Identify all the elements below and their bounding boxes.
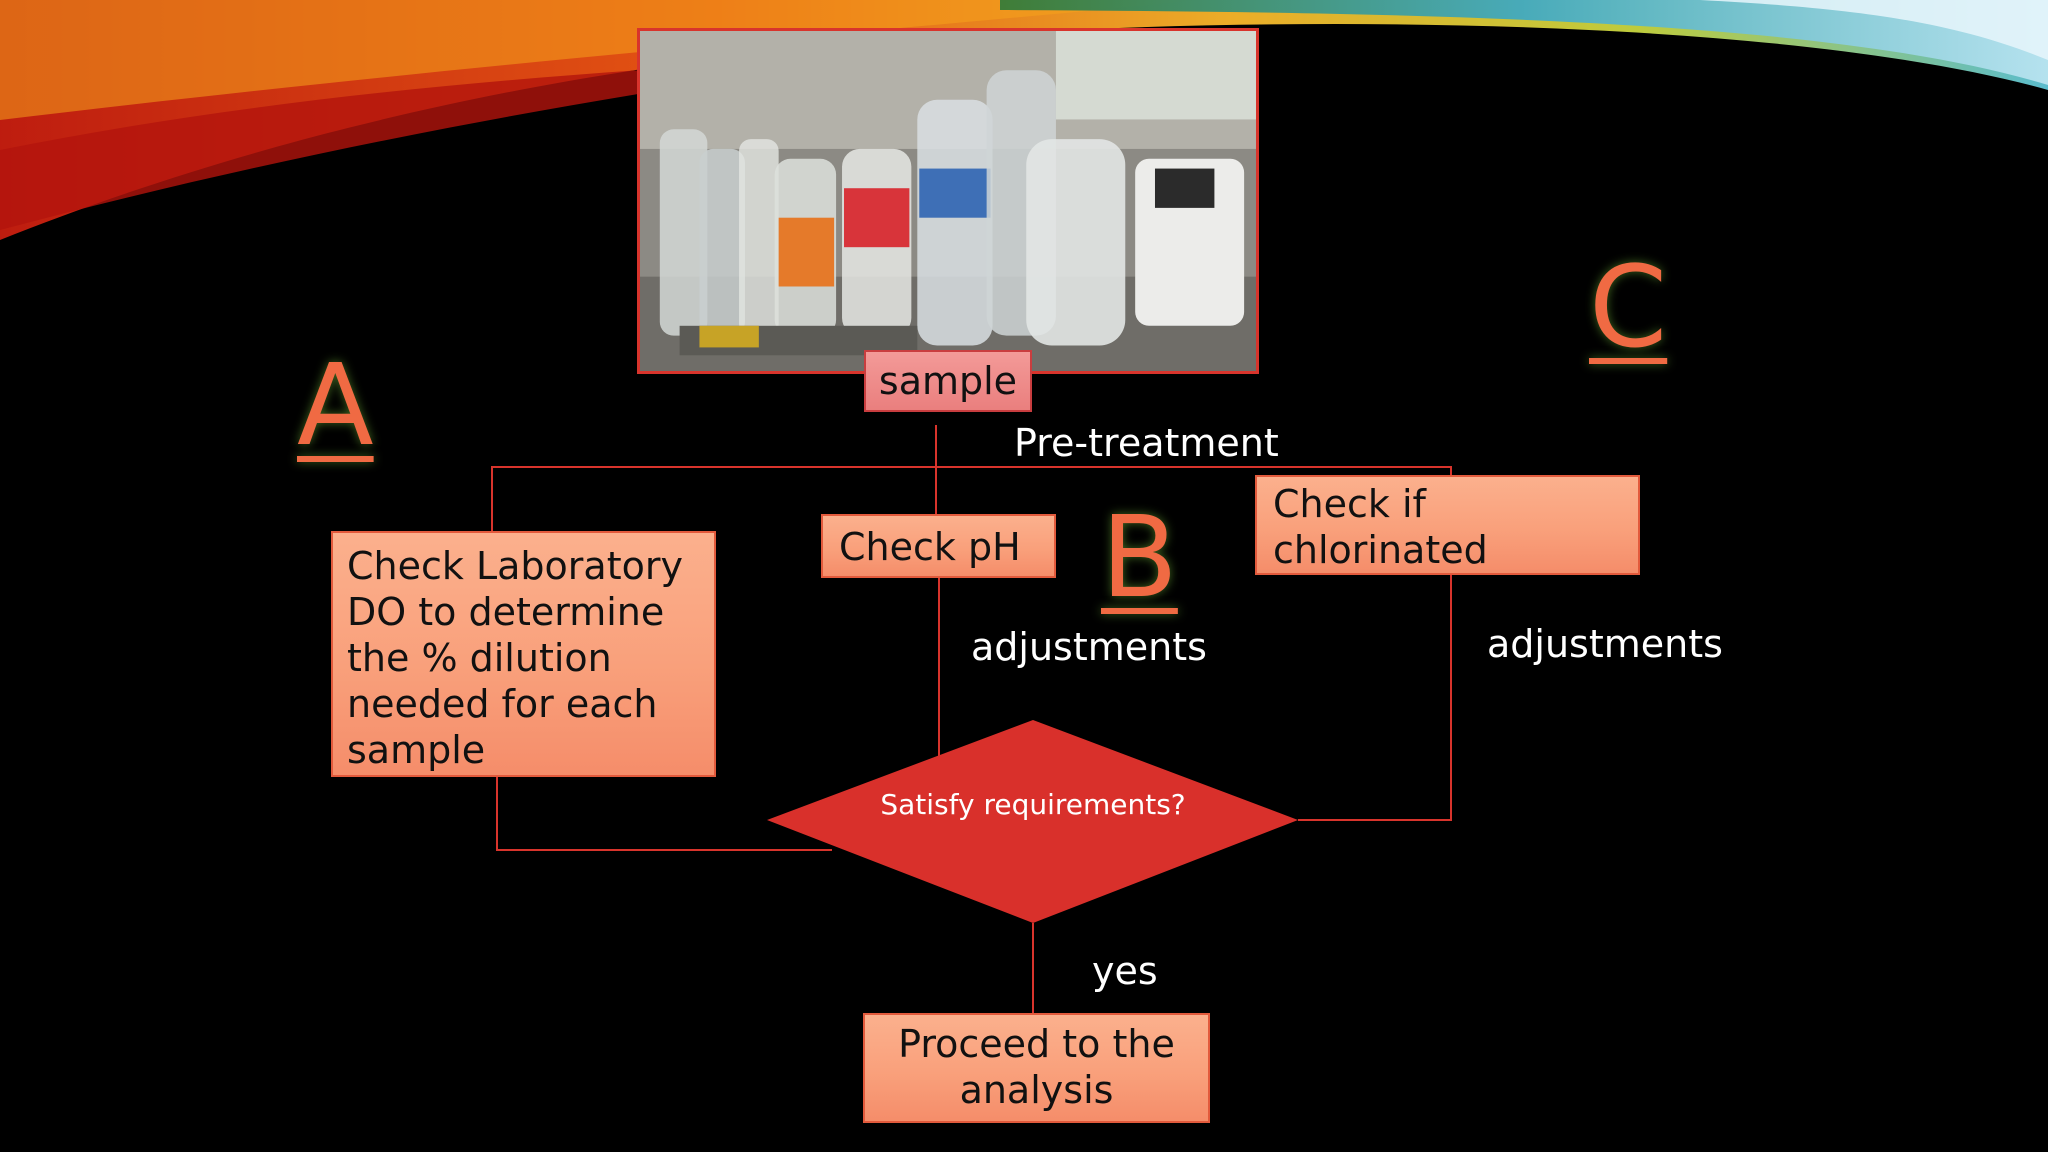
line-chlor-to-decision (1298, 575, 1452, 821)
line-top-bar (491, 466, 1452, 531)
check-ph-node: Check pH (821, 514, 1056, 578)
sample-node: sample (864, 350, 1032, 412)
adjustments-b-label: adjustments (971, 625, 1207, 669)
line-lab-to-decision (496, 777, 832, 851)
check-ph-label: Check pH (839, 525, 1021, 569)
decision-diamond (767, 720, 1298, 923)
adjustments-c-label: adjustments (1487, 622, 1723, 666)
pretreatment-label: Pre-treatment (1014, 421, 1279, 465)
yes-label: yes (1092, 949, 1158, 993)
proceed-label: Proceed to the analysis (898, 1022, 1175, 1112)
decision-label: Satisfy requirements? (880, 788, 1186, 821)
header-swoosh-decoration (0, 0, 2048, 240)
check-lab-do-label: Check Laboratory DO to determine the % d… (347, 544, 683, 772)
check-chlorinated-node: Check if chlorinated (1255, 475, 1640, 575)
proceed-node: Proceed to the analysis (863, 1013, 1210, 1123)
letter-c: C (1589, 243, 1668, 373)
letter-a: A (297, 341, 374, 471)
check-chlorinated-label: Check if chlorinated (1273, 482, 1488, 572)
sample-bottles-photo (637, 28, 1259, 374)
connector-lines (491, 425, 1452, 1013)
sample-label: sample (878, 359, 1018, 403)
check-lab-do-node: Check Laboratory DO to determine the % d… (331, 531, 716, 777)
letter-b: B (1101, 493, 1178, 623)
